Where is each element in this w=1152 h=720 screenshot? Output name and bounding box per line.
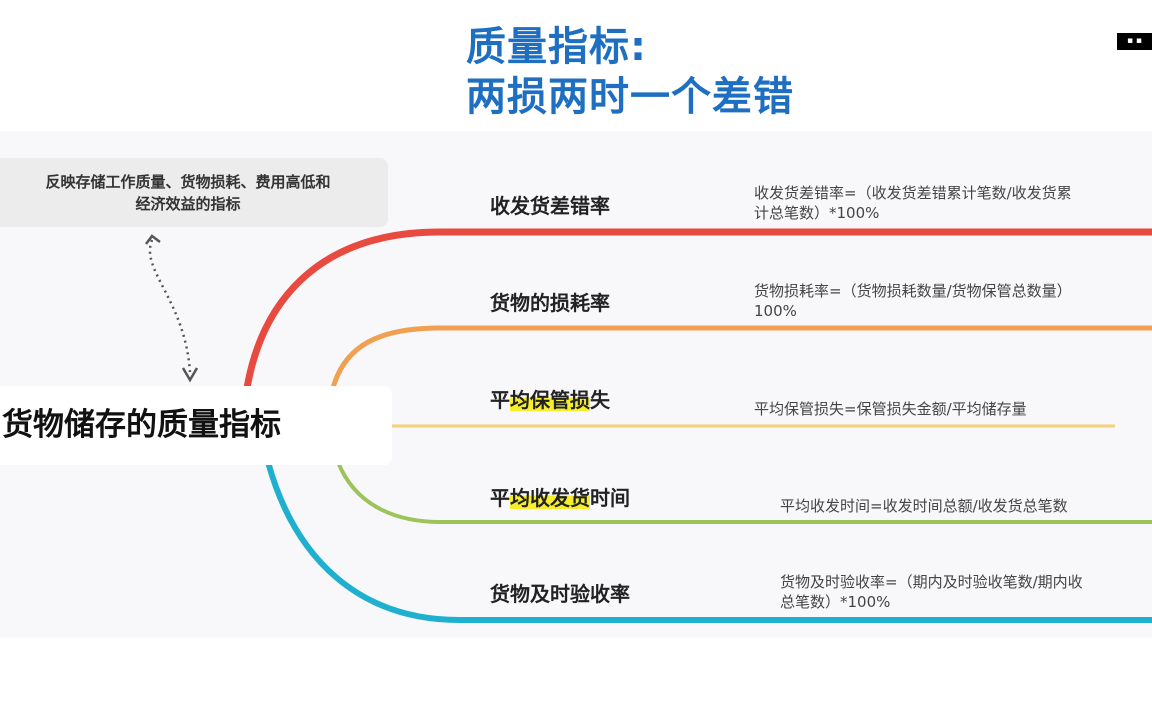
highlighted-text: 均收发货 — [510, 486, 590, 510]
formula-line: 总笔数）*100% — [780, 593, 891, 611]
formula-line: 收发货差错率=（收发货差错累计笔数/收发货累 — [754, 184, 1072, 202]
branch-line-orange — [330, 325, 1152, 389]
label-part: 时间 — [590, 486, 630, 510]
formula-avg-handling-time: 平均收发时间=收发时间总额/收发货总笔数 — [780, 497, 1068, 515]
branch-label-avg-storage-loss[interactable]: 平均保管损失 — [490, 384, 610, 413]
branch-label-timely-acceptance-rate[interactable]: 货物及时验收率 — [490, 582, 630, 606]
title-line-2: 两损两时一个差错 — [466, 74, 794, 120]
note-line-2: 经济效益的指标 — [135, 195, 241, 213]
formula-timely-acceptance-rate: 货物及时验收率=（期内及时验收笔数/期内收 总笔数）*100% — [780, 572, 1083, 612]
slide-title: 质量指标: 两损两时一个差错 — [466, 22, 794, 122]
branch-label-avg-handling-time[interactable]: 平均收发货时间 — [490, 482, 630, 511]
branch-label-error-rate[interactable]: 收发货差错率 — [490, 194, 610, 218]
formula-line: 货物损耗率=（货物损耗数量/货物保管总数量） — [754, 282, 1072, 300]
arrow-tail-icon — [145, 234, 161, 245]
arrow-head-icon — [181, 367, 199, 383]
branch-line-red — [240, 228, 1152, 414]
title-line-1: 质量指标: — [466, 24, 647, 70]
formula-line: 计总笔数）*100% — [754, 204, 880, 222]
branch-line-green — [336, 461, 1152, 524]
central-topic[interactable]: 货物储存的质量指标 — [0, 386, 392, 465]
note-line-1: 反映存储工作质量、货物损耗、费用高低和 — [45, 173, 331, 191]
formula-error-rate: 收发货差错率=（收发货差错累计笔数/收发货累 计总笔数）*100% — [754, 183, 1072, 223]
watermark-badge: ▪ ▪ — [1117, 33, 1152, 50]
formula-line: 100% — [754, 302, 797, 320]
dotted-arrow — [148, 239, 192, 373]
highlighted-text: 均保管损 — [510, 388, 590, 412]
formula-avg-storage-loss: 平均保管损失=保管损失金额/平均储存量 — [754, 400, 1027, 418]
description-note: 反映存储工作质量、货物损耗、费用高低和 经济效益的指标 — [0, 158, 388, 227]
branch-line-blue — [265, 461, 1152, 623]
label-part: 失 — [590, 388, 610, 412]
formula-line: 货物及时验收率=（期内及时验收笔数/期内收 — [780, 573, 1083, 591]
label-part: 平 — [490, 388, 510, 412]
branch-label-loss-rate[interactable]: 货物的损耗率 — [490, 291, 610, 315]
formula-loss-rate: 货物损耗率=（货物损耗数量/货物保管总数量） 100% — [754, 281, 1072, 321]
label-part: 平 — [490, 486, 510, 510]
